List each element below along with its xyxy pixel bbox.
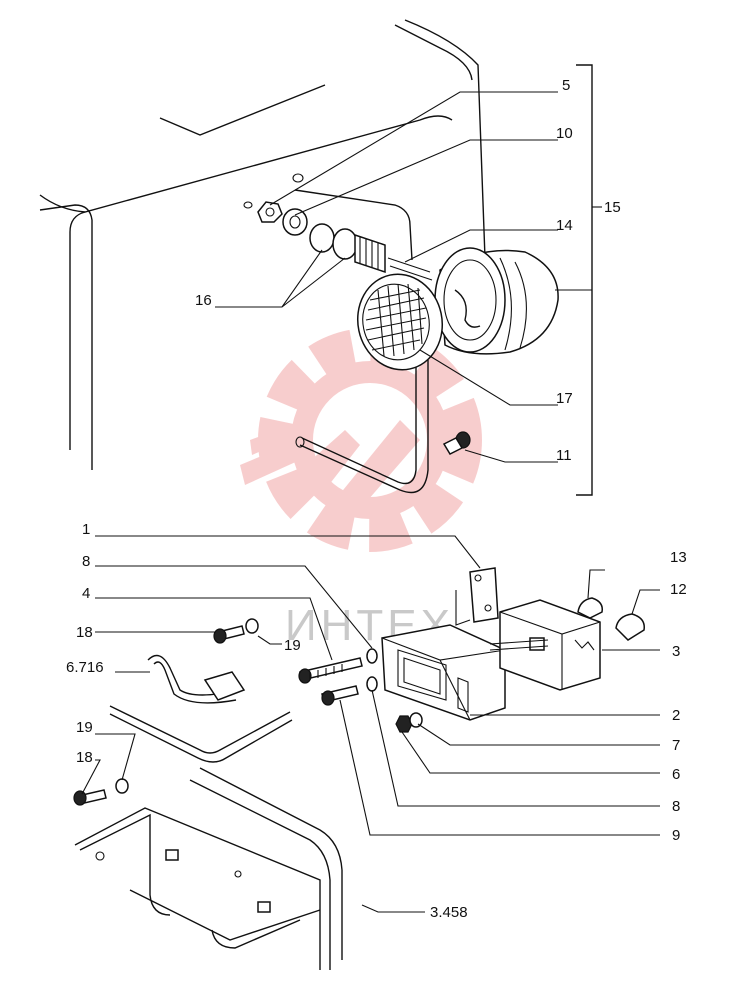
lamp-lens-grid: [365, 283, 427, 357]
cab-body-outline: [39, 19, 486, 470]
callout-8-upper: 8: [82, 553, 90, 570]
callout-4: 4: [82, 585, 90, 602]
lower-fasteners: [73, 618, 423, 806]
callout-8-lower: 8: [672, 798, 680, 815]
callout-14: 14: [556, 217, 573, 234]
lamp-bracket: [295, 360, 429, 494]
callout-16: 16: [195, 292, 212, 309]
leader-lines-lower: [81, 535, 660, 913]
spot-lamp: [356, 247, 559, 371]
callout-9: 9: [672, 827, 680, 844]
callout-10: 10: [556, 125, 573, 142]
callout-1: 1: [82, 521, 90, 538]
callout-6716: 6.716: [66, 659, 104, 676]
callout-19-lower: 19: [76, 719, 93, 736]
wiring-harness: [109, 654, 293, 763]
callout-labels: 5 10 14 15 16 17 11 1 8 4 18 19 6.716 19…: [66, 77, 687, 921]
callout-7: 7: [672, 737, 680, 754]
callout-2: 2: [672, 707, 680, 724]
stud-hardware: [257, 201, 433, 281]
callout-18-lower: 18: [76, 749, 93, 766]
callout-11: 11: [556, 447, 572, 464]
callout-6: 6: [672, 766, 680, 783]
callout-3: 3: [672, 643, 680, 660]
callout-19-upper: 19: [284, 637, 301, 654]
lower-cab-frame: [74, 767, 343, 970]
bulb-11: [442, 431, 471, 455]
callout-15: 15: [604, 199, 621, 216]
tail-lamp-assembly: [381, 567, 645, 721]
callout-3458: 3.458: [430, 904, 468, 921]
watermark-gear-logo: [240, 328, 482, 552]
callout-5: 5: [562, 77, 570, 94]
callout-12: 12: [670, 581, 687, 598]
callout-18-upper: 18: [76, 624, 93, 641]
bracket-15: [576, 64, 593, 496]
leader-lines-upper: [215, 91, 602, 463]
callout-17: 17: [556, 390, 573, 407]
callout-13: 13: [670, 549, 687, 566]
